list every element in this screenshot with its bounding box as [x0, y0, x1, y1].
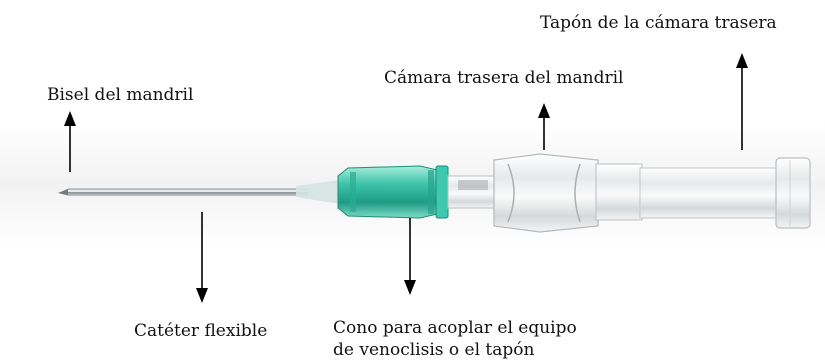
label-cateter-flexible: Catéter flexible [134, 321, 268, 341]
needle [58, 180, 340, 204]
label-cono-line1: Cono para acoplar el equipo [333, 318, 577, 338]
arrow-camara-trasera [538, 103, 550, 150]
label-tapon-camara-trasera: Tapón de la cámara trasera [540, 13, 777, 33]
arrow-tapon [736, 53, 748, 150]
label-camara-trasera-mandril: Cámara trasera del mandril [384, 68, 624, 88]
label-bisel-mandril: Bisel del mandril [47, 85, 194, 105]
label-cono-line2: de venoclisis o el tapón [333, 340, 535, 360]
green-hub [337, 165, 449, 219]
rear-cap [639, 157, 811, 229]
arrow-cono [404, 218, 416, 295]
arrow-bisel [64, 111, 76, 172]
back-chamber [447, 153, 643, 233]
arrow-cateter [196, 212, 208, 303]
